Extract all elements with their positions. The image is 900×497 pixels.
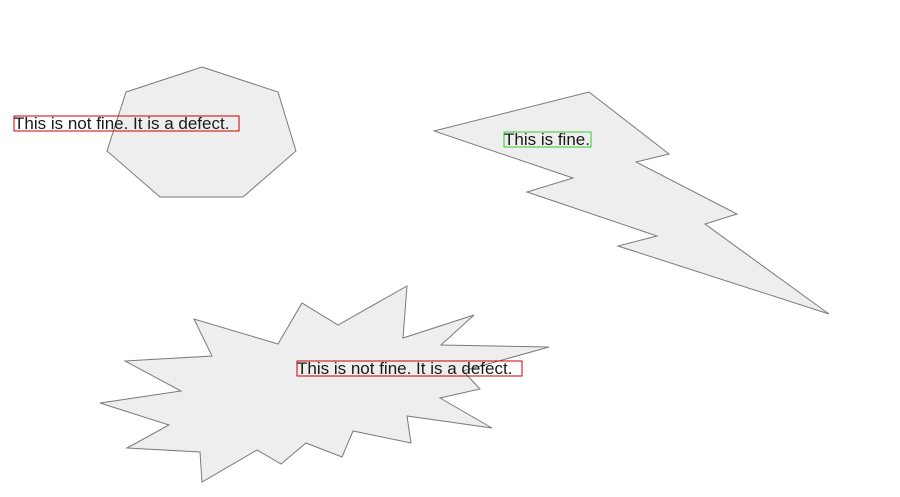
explosion-label: This is not fine. It is a defect. [297,359,512,378]
lightning-bolt-label: This is fine. [504,130,590,149]
heptagon-shape[interactable] [106,66,297,198]
explosion-defect-highlight-box [296,360,523,377]
lightning-bolt-shape-group: This is fine. [432,91,830,315]
heptagon-label: This is not fine. It is a defect. [14,114,229,133]
lightning-bolt-fine-highlight-box [503,131,592,148]
heptagon-shape-group: This is not fine. It is a defect. [13,66,297,198]
lightning-bolt-shape[interactable] [432,91,830,315]
explosion-shape-group: This is not fine. It is a defect. [99,285,550,483]
explosion-shape[interactable] [99,285,550,483]
heptagon-defect-highlight-box [13,115,240,132]
